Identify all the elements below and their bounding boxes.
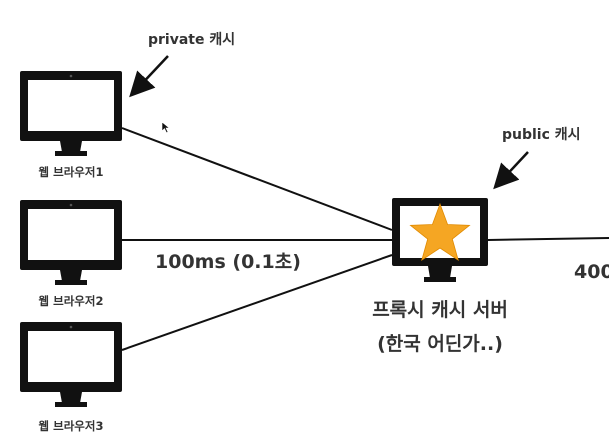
browser-label: 웹 브라우저3 — [39, 419, 104, 433]
monitor-icon — [20, 200, 122, 285]
browser-label: 웹 브라우저1 — [39, 165, 104, 179]
star-icon — [409, 202, 471, 262]
public-cache-label: public 캐시 — [502, 127, 581, 143]
cursor-icon — [161, 121, 171, 134]
origin-latency-label: 400 — [574, 261, 609, 283]
latency-label: 100ms (0.1초) — [155, 251, 301, 273]
browser-label: 웹 브라우저2 — [39, 294, 104, 308]
browser-1: 웹 브라우저1 — [20, 71, 122, 179]
browser-2: 웹 브라우저2 — [20, 200, 122, 308]
monitor-icon — [20, 71, 122, 156]
proxy-subtitle: (한국 어딘가..) — [377, 333, 503, 355]
proxy-title: 프록시 캐시 서버 — [372, 299, 508, 321]
link-proxy-origin — [487, 237, 609, 241]
proxy-server: 프록시 캐시 서버 (한국 어딘가..) — [372, 198, 508, 355]
link-browser1-proxy — [121, 127, 393, 231]
browser-3: 웹 브라우저3 — [20, 322, 122, 433]
arrow-icon — [493, 151, 529, 190]
private-cache-label: private 캐시 — [148, 32, 235, 48]
arrow-icon — [129, 55, 169, 98]
monitor-icon — [20, 322, 122, 407]
link-browser3-proxy — [121, 254, 393, 351]
